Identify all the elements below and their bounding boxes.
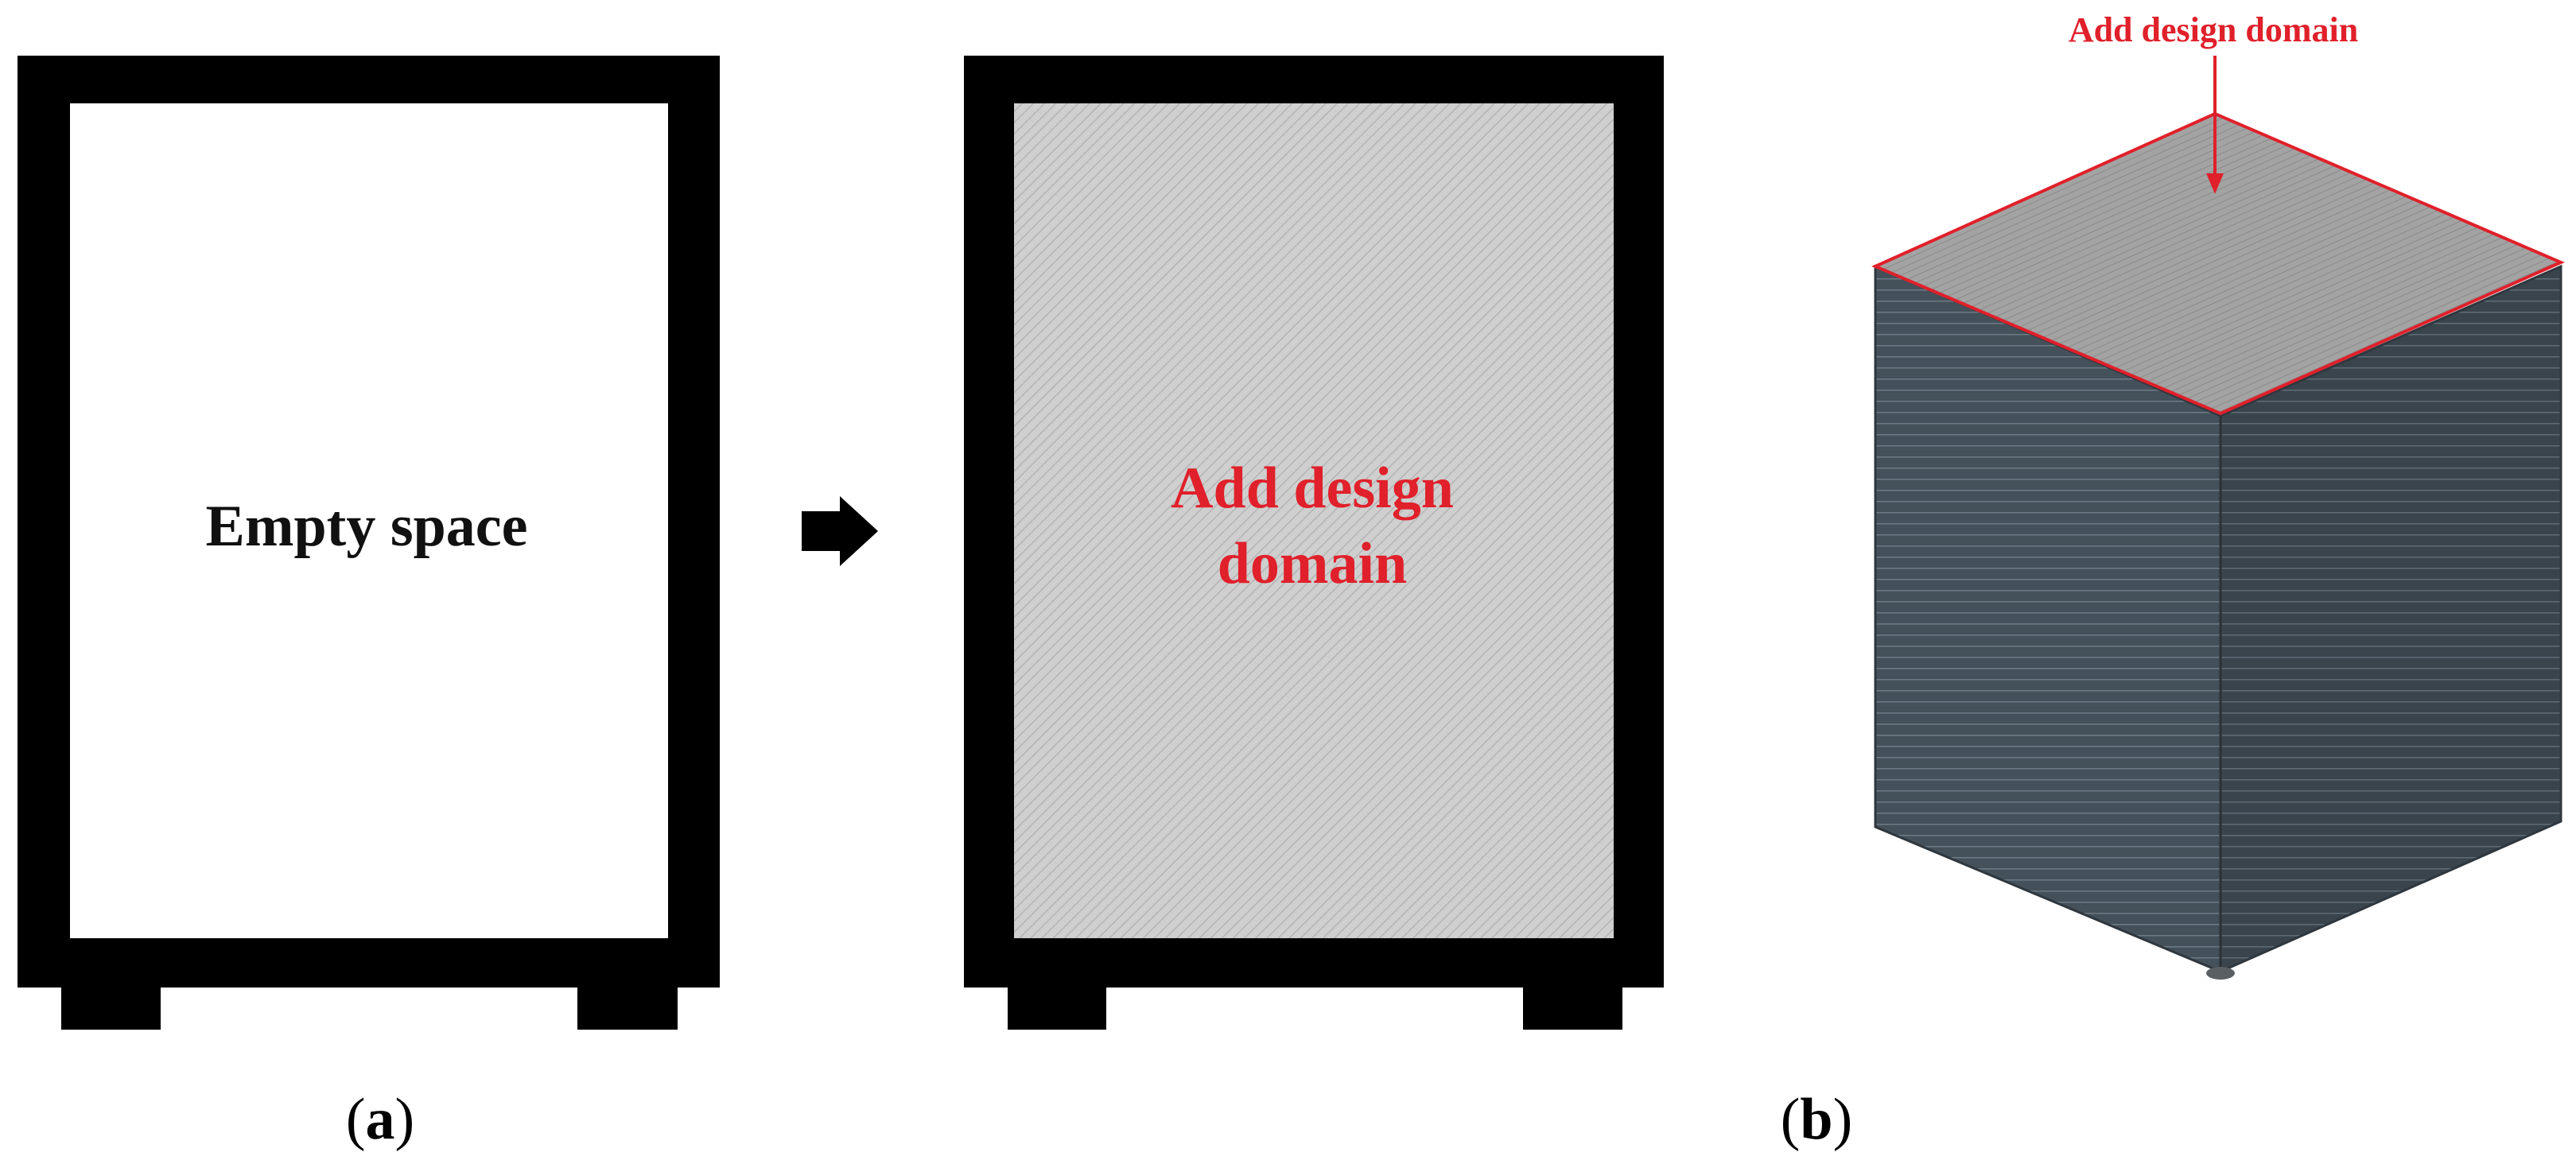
design-frame-foot-right [1523, 986, 1622, 1030]
empty-frame-interior [70, 103, 668, 938]
empty-space-frame: Empty space [17, 56, 720, 1030]
empty-frame-foot-right [577, 986, 678, 1030]
empty-frame-foot-left [61, 986, 161, 1030]
right-arrow-icon [802, 496, 878, 566]
caption-b: (b) [1781, 1087, 1852, 1152]
design-frame-foot-left [1008, 986, 1106, 1030]
design-domain-label-line1: Add design [1171, 456, 1454, 521]
cube-base-marker [2206, 967, 2235, 980]
design-domain-frame: Add design domain [964, 56, 1664, 1030]
cube-design-domain-label: Add design domain [2069, 10, 2358, 49]
caption-a: (a) [346, 1087, 414, 1152]
pointer-arrowhead-icon [2206, 173, 2224, 194]
design-domain-fill [1014, 103, 1614, 938]
cube-top-face [1871, 111, 2565, 416]
cube-model [1871, 111, 2565, 980]
design-domain-label-line2: domain [1218, 531, 1408, 596]
empty-space-label: Empty space [206, 494, 528, 559]
